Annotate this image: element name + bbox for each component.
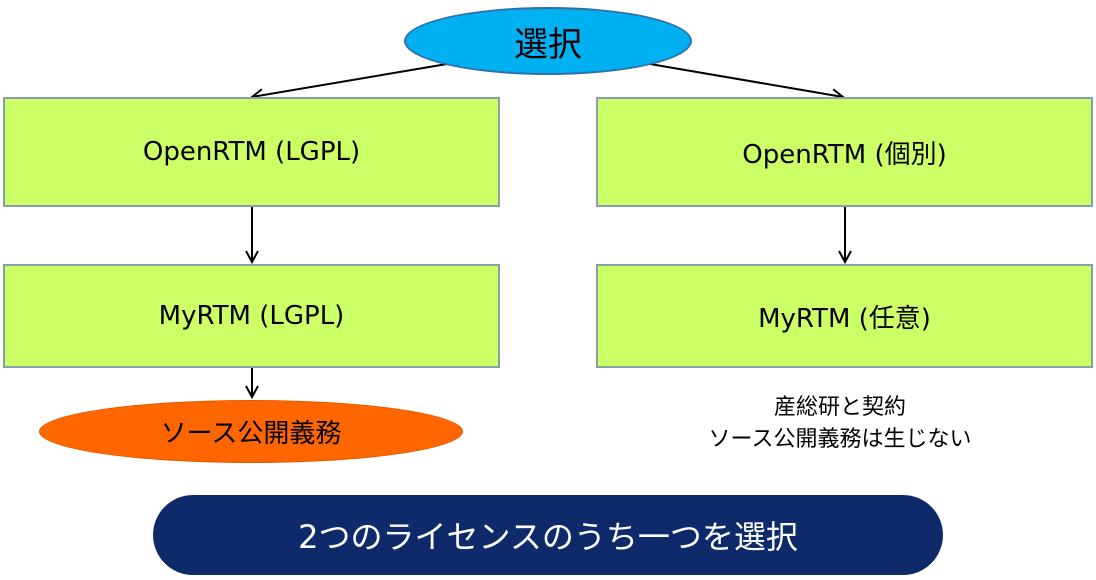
- myrtm-lgpl-label: MyRTM (LGPL): [158, 301, 345, 331]
- arrow-root-to-right: [649, 63, 843, 97]
- openrtm-individual-box: OpenRTM (個別): [596, 97, 1093, 207]
- select-node: 選択: [404, 7, 692, 75]
- note-line-no-obligation: ソース公開義務は生じない: [708, 427, 972, 452]
- choose-license-banner: 2つのライセンスのうち一つを選択: [153, 495, 943, 575]
- myrtm-any-label: MyRTM (任意): [758, 303, 931, 334]
- openrtm-lgpl-label: OpenRTM (LGPL): [142, 137, 361, 167]
- source-disclosure-obligation-label: ソース公開義務: [160, 419, 342, 449]
- openrtm-individual-label: OpenRTM (個別): [742, 139, 947, 170]
- select-node-label: 選択: [514, 24, 582, 65]
- choose-license-banner-label: 2つのライセンスのうち一つを選択: [298, 518, 798, 556]
- openrtm-lgpl-box: OpenRTM (LGPL): [3, 97, 500, 207]
- myrtm-any-box: MyRTM (任意): [596, 264, 1093, 368]
- source-disclosure-obligation-node: ソース公開義務: [39, 400, 463, 463]
- note-line-contract: 産総研と契約: [773, 395, 906, 420]
- arrow-root-to-left: [252, 63, 448, 97]
- right-branch-note: 産総研と契約 ソース公開義務は生じない: [640, 392, 1040, 464]
- myrtm-lgpl-box: MyRTM (LGPL): [3, 264, 500, 368]
